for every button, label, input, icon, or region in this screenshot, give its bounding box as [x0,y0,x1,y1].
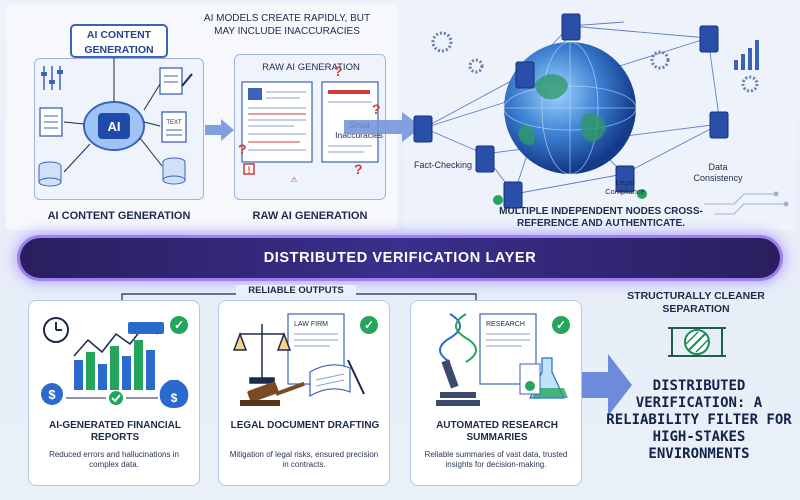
arrow-to-globe-icon [344,112,422,142]
law-firm-label: LAW FIRM [294,321,328,328]
structural-note: STRUCTURALLY CLEANER SEPARATION [627,290,765,315]
verification-layer-banner [20,238,780,278]
label-legal-compliance: Legal Compliance [605,178,645,196]
label-data-consistency: Data Consistency [693,162,743,183]
open-book-icon [309,359,365,398]
caption-generation: AI CONTENT GENERATION [47,210,191,222]
globe-network [413,13,789,215]
notepad-icon [159,67,193,95]
server-icon [413,13,729,209]
card-financial-desc: Reduced errors and hallucinations in com… [49,450,179,469]
card-research-desc: Reliable summaries of vast data, trusted… [424,450,568,469]
money-bag-icon: $ [159,380,189,408]
microscope-icon [436,359,480,406]
gear-icon [431,31,759,93]
svg-text:$: $ [171,391,178,405]
text-doc-label: TEXT [166,120,182,126]
dna-icon [439,313,477,363]
check-icon: ✓ [360,316,378,334]
separation-icon [668,327,726,357]
arrow-right-icon [205,119,234,141]
svg-text:?: ? [238,141,247,157]
svg-text:?: ? [372,101,381,117]
svg-text:?: ? [334,63,343,79]
document-icon [39,107,63,137]
sliders-icon [41,66,63,90]
check-icon: ✓ [170,316,188,334]
caption-raw: RAW AI GENERATION [252,210,368,222]
card-legal-desc: Mitigation of legal risks, ensured preci… [229,450,379,469]
check-circle-icon [109,391,123,405]
card-legal-title: LEGAL DOCUMENT DRAFTING [230,420,380,431]
card-research-title: AUTOMATED RESEARCH SUMMARIES [436,420,558,443]
research-label: RESEARCH [486,321,525,328]
verification-layer-label: DISTRIBUTED VERIFICATION LAYER [263,250,537,266]
conclusion-title: DISTRIBUTED VERIFICATION: A RELIABILITY … [606,378,792,462]
nodes-caption: MULTIPLE INDEPENDENT NODES CROSS-REFEREN… [499,206,703,229]
chip-label: AI [108,119,121,134]
gavel-icon [240,381,305,406]
research-illustration: RESEARCH [436,313,568,406]
svg-text:!: ! [248,165,251,175]
report-icon [519,363,541,395]
database-icon [38,161,62,187]
raw-box-title: RAW AI GENERATION [262,62,360,73]
generation-illustration: AI TEXT [38,58,193,187]
generation-title: AI CONTENT GENERATION [70,24,168,58]
question-mark-icon: ? ? ? ? [238,63,381,177]
check-icon: ✓ [552,316,570,334]
database-icon-right [162,157,186,185]
clock-icon [43,317,69,343]
coin-icon: $ [41,383,63,405]
svg-text:?: ? [354,161,363,177]
reliable-outputs-label: RELIABLE OUTPUTS [236,285,356,296]
mini-bar-chart-icon [734,40,759,70]
label-fact-checking: Fact-Checking [413,160,473,170]
bar-chart-icon [73,325,159,390]
arrow-to-conclusion-icon [582,354,632,416]
card-financial-title: AI-GENERATED FINANCIAL REPORTS [48,420,182,443]
scales-icon [232,324,292,384]
top-note: AI MODELS CREATE RAPIDLY, BUT MAY INCLUD… [203,13,371,37]
svg-text:⚠: ⚠ [291,175,298,184]
text-document-icon: TEXT [161,111,187,143]
legal-illustration: LAW FIRM [232,313,365,406]
svg-text:$: $ [48,387,56,402]
brain-chip-icon: AI [83,101,145,151]
